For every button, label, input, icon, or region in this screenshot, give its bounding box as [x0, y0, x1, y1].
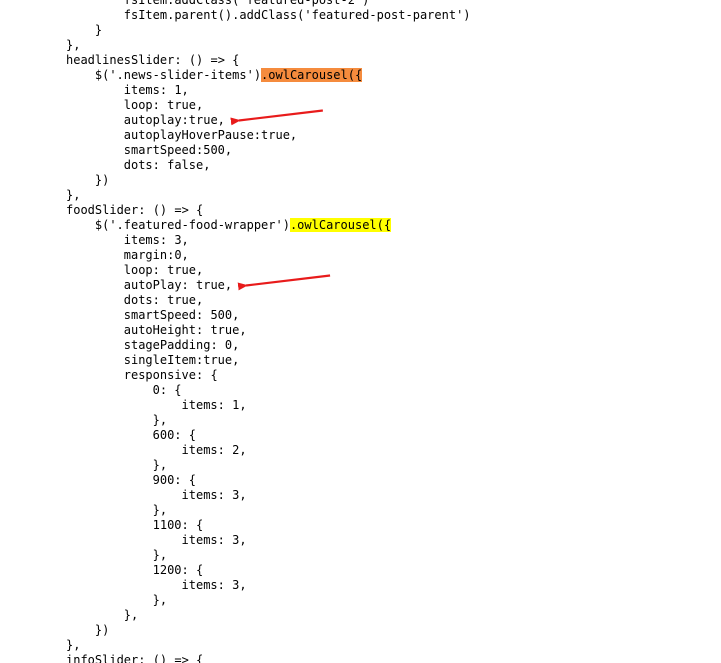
- code-line: fsItem.parent().addClass('featured-post-…: [124, 8, 471, 23]
- code-line: },: [153, 593, 167, 608]
- code-line: },: [153, 458, 167, 473]
- code-line: infoSlider: () => {: [66, 653, 203, 663]
- code-text: singleItem:true,: [123, 353, 240, 367]
- code-text: 0: {: [152, 383, 182, 397]
- code-text: },: [152, 593, 168, 607]
- highlighted-code: .owlCarousel({: [289, 218, 392, 232]
- code-text: }: [94, 23, 103, 37]
- code-line: autoplayHoverPause:true,: [124, 128, 297, 143]
- code-text: items: 3,: [181, 578, 247, 592]
- code-text: }): [94, 173, 110, 187]
- code-text: loop: true,: [123, 263, 204, 277]
- code-text: foodSlider: () => {: [66, 203, 204, 217]
- code-text: autoplay:true,: [123, 113, 225, 127]
- code-line: items: 2,: [182, 443, 247, 458]
- code-line: },: [153, 503, 167, 518]
- code-line: $('.news-slider-items').owlCarousel({: [94, 68, 363, 83]
- code-line: foodSlider: () => {: [66, 203, 203, 218]
- code-text: headlinesSlider: () => {: [66, 53, 240, 67]
- highlighted-code: .owlCarousel({: [261, 68, 363, 82]
- code-line: items: 3,: [182, 488, 247, 503]
- code-text: },: [152, 413, 168, 427]
- code-line: autoplay:true,: [124, 113, 225, 128]
- code-line: stagePadding: 0,: [124, 338, 240, 353]
- code-line: items: 3,: [124, 233, 189, 248]
- code-text: infoSlider: () => {: [66, 653, 204, 663]
- code-text: },: [123, 608, 139, 622]
- code-line: 900: {: [153, 473, 196, 488]
- code-line: dots: false,: [124, 158, 211, 173]
- code-line: responsive: {: [124, 368, 218, 383]
- code-line: },: [124, 608, 138, 623]
- code-line: 0: {: [153, 383, 182, 398]
- code-line: smartSpeed:500,: [124, 143, 232, 158]
- code-text: responsive: {: [123, 368, 218, 382]
- code-text: dots: false,: [123, 158, 211, 172]
- code-line: margin:0,: [124, 248, 189, 263]
- code-text: },: [66, 188, 81, 202]
- code-line: }): [95, 173, 109, 188]
- code-line: loop: true,: [124, 263, 203, 278]
- code-text: items: 3,: [181, 533, 247, 547]
- code-text: 1200: {: [152, 563, 204, 577]
- code-text: autoplayHoverPause:true,: [123, 128, 298, 142]
- code-text: items: 3,: [123, 233, 189, 247]
- code-line: $('.featured-food-wrapper').owlCarousel(…: [94, 218, 392, 233]
- code-line: }): [95, 623, 109, 638]
- code-text: },: [152, 548, 168, 562]
- code-line: items: 1,: [124, 83, 189, 98]
- code-text: dots: true,: [123, 293, 204, 307]
- code-text: },: [152, 503, 168, 517]
- code-line: autoPlay: true,: [124, 278, 232, 293]
- code-line: loop: true,: [124, 98, 203, 113]
- code-text: },: [66, 38, 81, 52]
- code-text: autoHeight: true,: [123, 323, 247, 337]
- code-line: fsItem.addClass('featured-post-2'): [124, 0, 370, 8]
- code-line: 1100: {: [153, 518, 204, 533]
- code-text: autoPlay: true,: [123, 278, 233, 292]
- code-line: dots: true,: [124, 293, 203, 308]
- code-line: items: 1,: [182, 398, 247, 413]
- code-line: headlinesSlider: () => {: [66, 53, 239, 68]
- code-text: 1100: {: [152, 518, 204, 532]
- code-text: fsItem.parent().addClass('featured-post-…: [123, 8, 471, 22]
- code-text: smartSpeed:500,: [123, 143, 233, 157]
- code-line: },: [66, 638, 80, 653]
- code-line: items: 3,: [182, 533, 247, 548]
- code-line: },: [153, 548, 167, 563]
- code-text: 600: {: [152, 428, 196, 442]
- code-text: $('.news-slider-items'): [94, 68, 262, 82]
- code-text: $('.featured-food-wrapper'): [94, 218, 290, 232]
- code-text: items: 3,: [181, 488, 247, 502]
- code-text: items: 2,: [181, 443, 247, 457]
- code-text: smartSpeed: 500,: [123, 308, 240, 322]
- code-line: autoHeight: true,: [124, 323, 247, 338]
- code-text: 900: {: [152, 473, 196, 487]
- code-text: stagePadding: 0,: [123, 338, 240, 352]
- code-line: smartSpeed: 500,: [124, 308, 240, 323]
- code-text: }): [94, 623, 110, 637]
- code-text: loop: true,: [123, 98, 204, 112]
- code-line: }: [95, 23, 102, 38]
- code-text: margin:0,: [123, 248, 189, 262]
- code-line: },: [66, 38, 80, 53]
- code-text: items: 1,: [123, 83, 189, 97]
- code-text: fsItem.addClass('featured-post-2'): [123, 0, 370, 7]
- code-line: 600: {: [153, 428, 196, 443]
- code-text: },: [66, 638, 81, 652]
- code-text: },: [152, 458, 168, 472]
- code-line: items: 3,: [182, 578, 247, 593]
- code-text: items: 1,: [181, 398, 247, 412]
- code-line: singleItem:true,: [124, 353, 240, 368]
- code-line: },: [153, 413, 167, 428]
- code-line: 1200: {: [153, 563, 204, 578]
- code-line: },: [66, 188, 80, 203]
